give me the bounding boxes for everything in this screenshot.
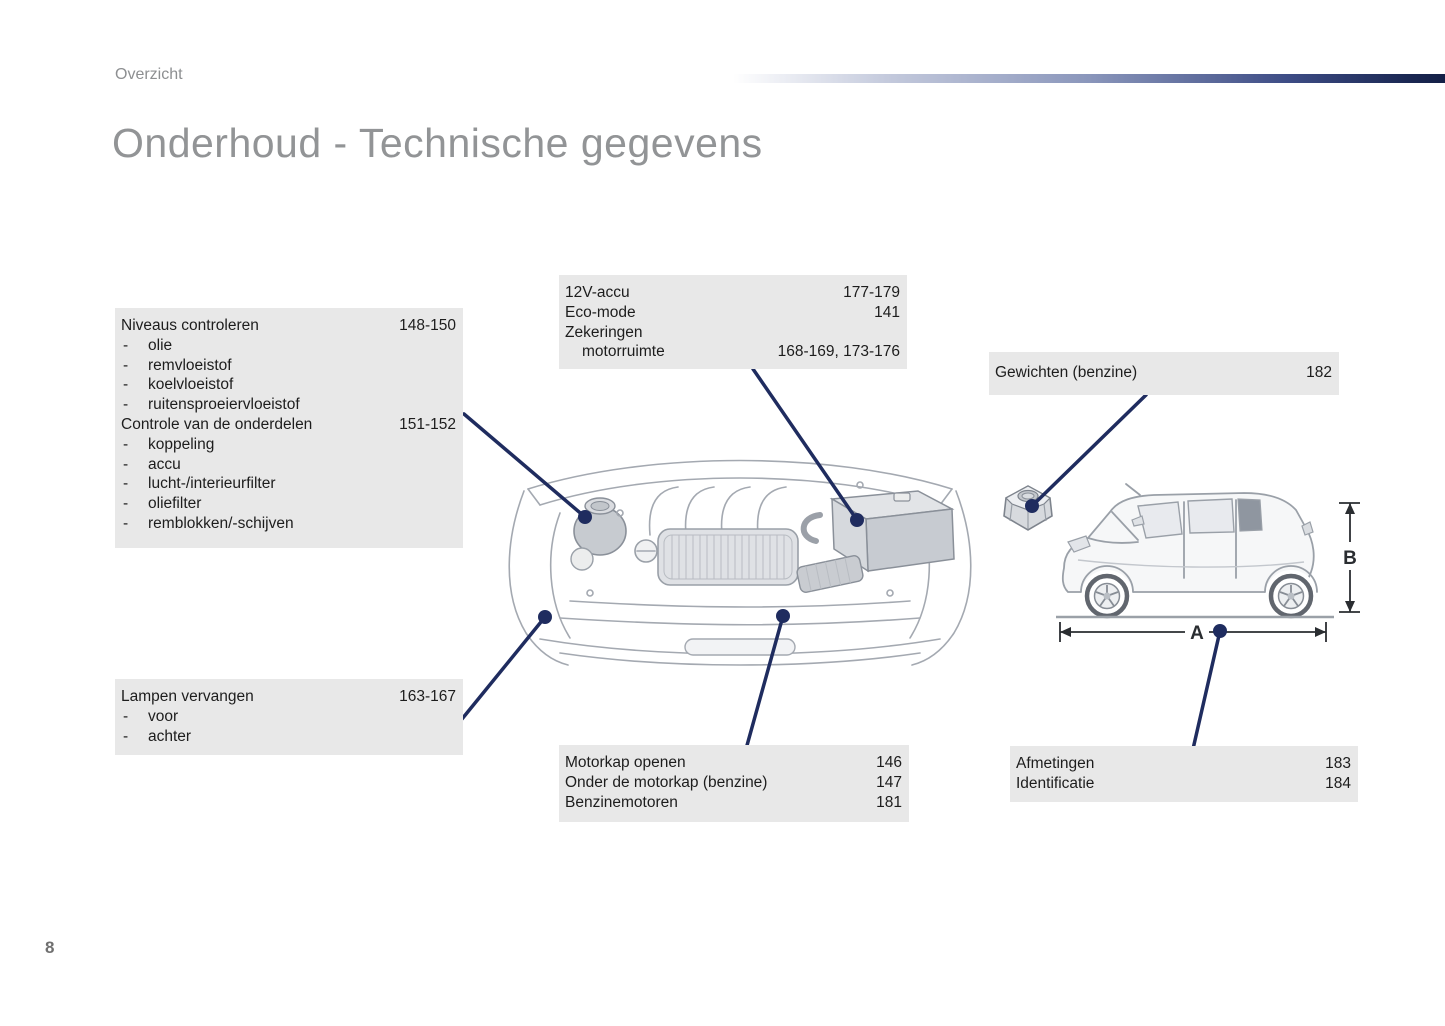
box-row: Benzinemotoren 181 [565, 793, 902, 813]
levels-box: Niveaus controleren 148-150 - olie - remvlo… [115, 308, 463, 548]
entry-pages: 168-169, 173-176 [777, 343, 900, 361]
page-number: 8 [45, 938, 55, 957]
entry-label: ruitensproeiervloeistof [148, 396, 300, 414]
box-row: motorruimte 168-169, 173-176 [565, 342, 900, 362]
entry-label: Zekeringen [565, 323, 643, 341]
entry-label: voor [148, 707, 179, 725]
bullet-dash: - [123, 495, 129, 513]
bullet-dash: - [123, 455, 129, 473]
bullet-dash: - [123, 376, 129, 394]
page-title: Onderhoud - Technische gegevens [112, 120, 763, 166]
entry-label: remvloeistof [148, 356, 232, 374]
bullet-dash: - [123, 356, 129, 374]
box-row: - ruitensproeiervloeistof [121, 395, 456, 415]
entry-pages: 177-179 [843, 284, 900, 301]
box-row: Controle van de onderdelen 151-152 [121, 415, 456, 435]
front-wheel [1084, 573, 1130, 619]
box-row: Niveaus controleren 148-150 [121, 316, 456, 336]
height-dimension: B [1339, 502, 1360, 613]
bullet-dash: - [123, 514, 129, 532]
entry-label: Controle van de onderdelen [121, 415, 313, 433]
entry-label: Onder de motorkap (benzine) [565, 773, 768, 791]
battery-box: 12V-accu 177-179 Eco-mode 141 Zekeringen m… [559, 275, 907, 369]
box-row: - koppeling [121, 435, 456, 455]
box-row: Afmetingen 183 [1016, 754, 1351, 774]
length-dimension: A [1059, 620, 1327, 644]
entry-pages: 181 [876, 793, 902, 811]
entry-pages: 148-150 [399, 317, 456, 334]
box-row: - voor [121, 707, 456, 727]
dimension-a-label: A [1190, 623, 1204, 644]
entry-pages: 147 [876, 773, 902, 791]
box-row: Lampen vervangen 163-167 [121, 687, 456, 707]
section-header: Overzicht [115, 66, 183, 83]
entry-pages: 183 [1325, 755, 1351, 772]
box-row: Eco-mode 141 [565, 303, 900, 323]
rear-wheel [1268, 573, 1314, 619]
entry-label: Benzinemotoren [565, 793, 678, 811]
box-row: - oliefilter [121, 494, 456, 514]
entry-label: Afmetingen [1016, 755, 1095, 772]
lamps-box: Lampen vervangen 163-167 - voor - achter [115, 679, 463, 755]
entry-label: 12V-accu [565, 284, 630, 301]
box-row: - remblokken/-schijven [121, 514, 456, 534]
box-row: - accu [121, 455, 456, 475]
bullet-dash: - [123, 396, 129, 414]
hood-box: Motorkap openen 146 Onder de motorkap (be… [559, 745, 909, 822]
entry-pages: 146 [876, 754, 902, 771]
bullet-dash: - [123, 707, 129, 725]
box-row: - lucht-/interieurfilter [121, 474, 456, 494]
entry-label: Motorkap openen [565, 754, 686, 771]
entry-label: Identificatie [1016, 774, 1095, 792]
bullet-dash: - [123, 435, 129, 453]
entry-label: remblokken/-schijven [148, 514, 294, 532]
bullet-dash: - [123, 727, 129, 745]
entry-label: Gewichten (benzine) [995, 364, 1138, 381]
entry-label: lucht-/interieurfilter [148, 475, 276, 493]
box-row: Motorkap openen 146 [565, 753, 902, 773]
dimension-b-label: B [1343, 548, 1357, 569]
box-row: - remvloeistof [121, 356, 456, 376]
entry-label: accu [148, 455, 181, 473]
box-row: Onder de motorkap (benzine) 147 [565, 773, 902, 793]
header-gradient-bar [733, 74, 1445, 83]
car-side-illustration: B A [1056, 483, 1360, 644]
nut-illustration [1003, 485, 1053, 531]
box-row: Identificatie 184 [1016, 774, 1351, 794]
bullet-dash: - [123, 475, 129, 493]
entry-label: koppeling [148, 435, 215, 453]
entry-pages: 163-167 [399, 688, 456, 705]
box-row: - koelvloeistof [121, 375, 456, 395]
entry-label: koelvloeistof [148, 376, 234, 394]
bullet-dash: - [123, 336, 129, 354]
entry-label: achter [148, 727, 192, 745]
box-row: - olie [121, 336, 456, 356]
box-row: Gewichten (benzine) 182 [995, 363, 1332, 383]
dimensions-box: Afmetingen 183 Identificatie 184 [1010, 746, 1358, 802]
entry-label: olie [148, 336, 173, 354]
box-row: 12V-accu 177-179 [565, 283, 900, 303]
entry-label: Eco-mode [565, 303, 636, 321]
entry-label: Lampen vervangen [121, 688, 254, 705]
entry-pages: 151-152 [399, 415, 456, 433]
entry-pages: 184 [1325, 774, 1351, 792]
weights-box: Gewichten (benzine) 182 [989, 352, 1339, 395]
entry-label: oliefilter [148, 495, 202, 513]
entry-pages: 141 [874, 303, 900, 321]
engine-bay-illustration [508, 459, 972, 666]
entry-pages: 182 [1306, 364, 1332, 381]
entry-label: Niveaus controleren [121, 317, 259, 334]
entry-label: motorruimte [582, 343, 665, 361]
box-row: - achter [121, 727, 456, 747]
box-row: Zekeringen [565, 323, 900, 343]
